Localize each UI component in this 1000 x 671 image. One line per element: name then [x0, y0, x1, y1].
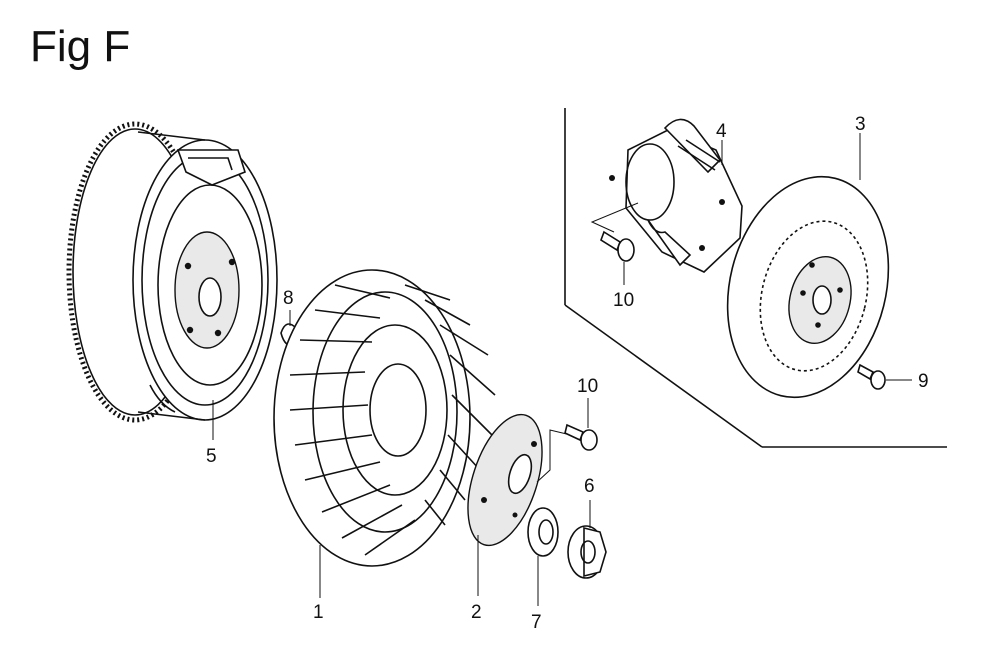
figure-title: Fig F	[30, 22, 131, 71]
part-bolt-upper	[600, 230, 635, 285]
callout-10-lower: 10	[577, 376, 598, 397]
part-washer	[527, 507, 559, 606]
callout-5: 5	[206, 446, 217, 467]
part-pulley-assembly	[590, 118, 743, 273]
callout-9: 9	[918, 371, 929, 392]
callout-3: 3	[855, 114, 866, 135]
part-flywheel	[66, 121, 278, 440]
part-rotor-disc	[726, 133, 890, 399]
callout-4: 4	[716, 121, 727, 142]
callout-10-upper: 10	[613, 290, 634, 311]
part-screw	[857, 363, 912, 390]
callout-2: 2	[471, 602, 482, 623]
part-plate	[467, 413, 576, 596]
callout-1: 1	[313, 602, 324, 623]
part-cooling-fan	[273, 269, 496, 598]
part-nut	[567, 500, 607, 579]
callout-8: 8	[283, 288, 294, 309]
inset-frame	[564, 108, 947, 448]
callout-6: 6	[584, 476, 595, 497]
part-bolt-lower	[564, 398, 598, 451]
callout-7: 7	[531, 612, 542, 633]
